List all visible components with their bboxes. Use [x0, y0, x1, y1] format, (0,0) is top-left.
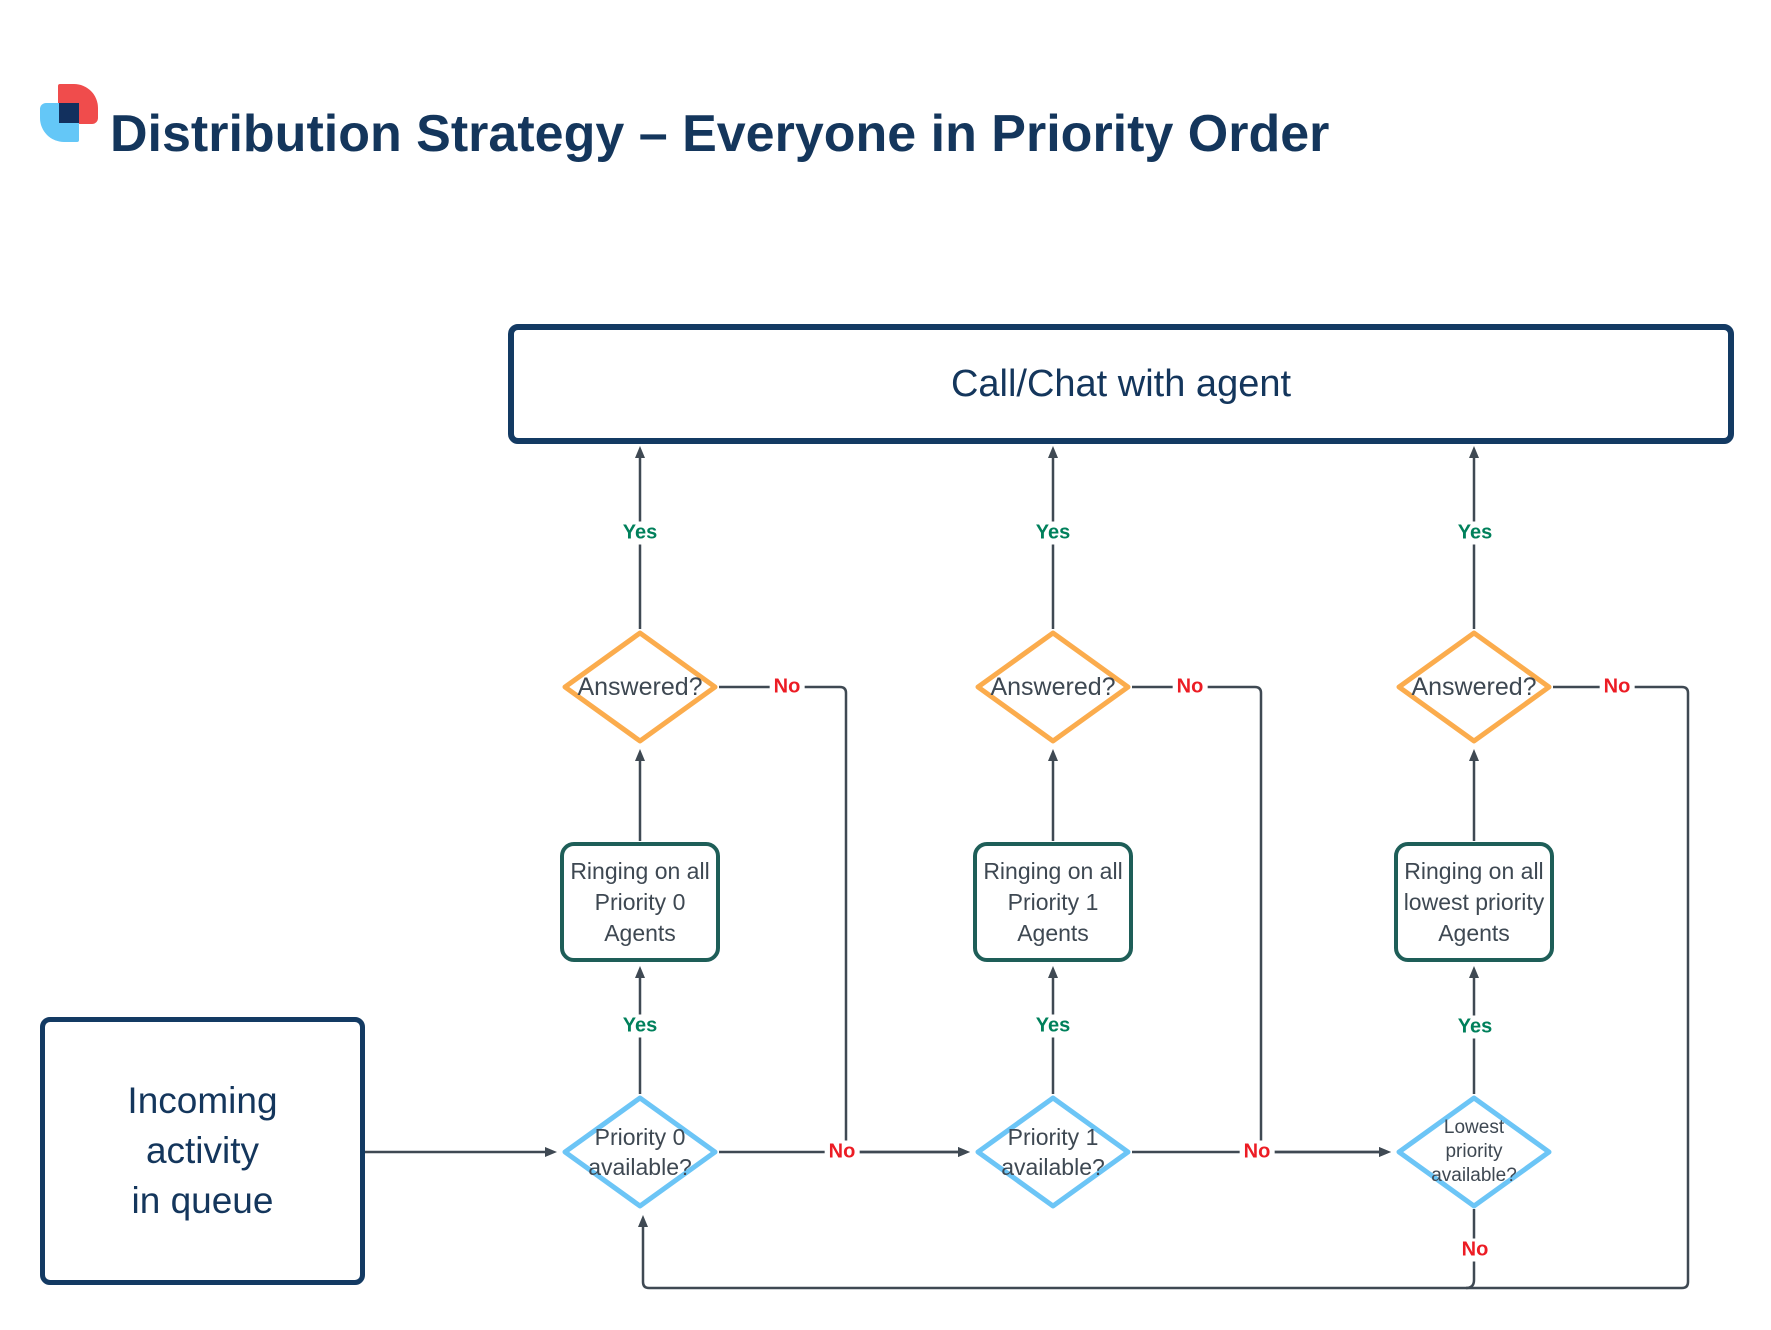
label-no: No	[1239, 1140, 1275, 1164]
label-yes: Yes	[618, 521, 662, 545]
avail-diamond-shape	[562, 1095, 718, 1209]
label-no: No	[1172, 675, 1208, 699]
label-yes: Yes	[1453, 521, 1497, 545]
ringing-lowest-label: Ringing on all lowest priority Agents	[1403, 857, 1545, 946]
node-answered-2: Answered?	[974, 629, 1132, 745]
edge-answered3-no-feedback	[638, 685, 1690, 1290]
edge-avail3-no	[1465, 1209, 1476, 1290]
logo-navy-square	[59, 103, 79, 123]
avail-priority0-label: Priority 0 available?	[588, 1124, 692, 1180]
node-ringing-priority1: Ringing on all Priority 1 Agents	[973, 842, 1133, 962]
label-yes: Yes	[618, 1014, 662, 1038]
answered-label: Answered?	[990, 672, 1116, 701]
answered-label: Answered?	[1411, 672, 1537, 701]
label-yes: Yes	[1031, 1014, 1075, 1038]
edge-answered1-no	[719, 685, 970, 1157]
label-yes: Yes	[1453, 1015, 1497, 1039]
avail-priority1-label: Priority 1 available?	[1001, 1124, 1105, 1180]
ringing-priority1-label: Ringing on all Priority 1 Agents	[983, 857, 1123, 946]
node-call-chat-label: Call/Chat with agent	[950, 362, 1292, 405]
label-no: No	[1457, 1238, 1493, 1262]
avail-diamond-shape	[1396, 1095, 1552, 1209]
label-yes: Yes	[1031, 521, 1075, 545]
edge-answered2-no	[1132, 685, 1391, 1157]
label-no: No	[769, 675, 805, 699]
node-avail-lowest: Lowest priority available?	[1395, 1094, 1553, 1210]
avail-diamond-shape	[975, 1095, 1131, 1209]
ringing-priority0-label: Ringing on all Priority 0 Agents	[570, 857, 710, 946]
answered-diamond-shape	[1396, 630, 1552, 744]
node-ringing-lowest: Ringing on all lowest priority Agents	[1394, 842, 1554, 962]
label-no: No	[1599, 675, 1635, 699]
node-avail-priority1: Priority 1 available?	[974, 1094, 1132, 1210]
node-call-chat-with-agent: Call/Chat with agent	[508, 324, 1734, 444]
page-title: Distribution Strategy – Everyone in Prio…	[110, 105, 1330, 163]
node-incoming-label: Incoming activity in queue	[127, 1080, 278, 1221]
node-incoming-activity: Incoming activity in queue	[40, 1017, 365, 1285]
answered-label: Answered?	[577, 672, 703, 701]
node-answered-3: Answered?	[1395, 629, 1553, 745]
answered-diamond-shape	[975, 630, 1131, 744]
answered-diamond-shape	[562, 630, 718, 744]
avail-lowest-label: Lowest priority available?	[1431, 1117, 1517, 1186]
node-ringing-priority0: Ringing on all Priority 0 Agents	[560, 842, 720, 962]
node-answered-1: Answered?	[561, 629, 719, 745]
label-no: No	[824, 1140, 860, 1164]
node-avail-priority0: Priority 0 available?	[561, 1094, 719, 1210]
